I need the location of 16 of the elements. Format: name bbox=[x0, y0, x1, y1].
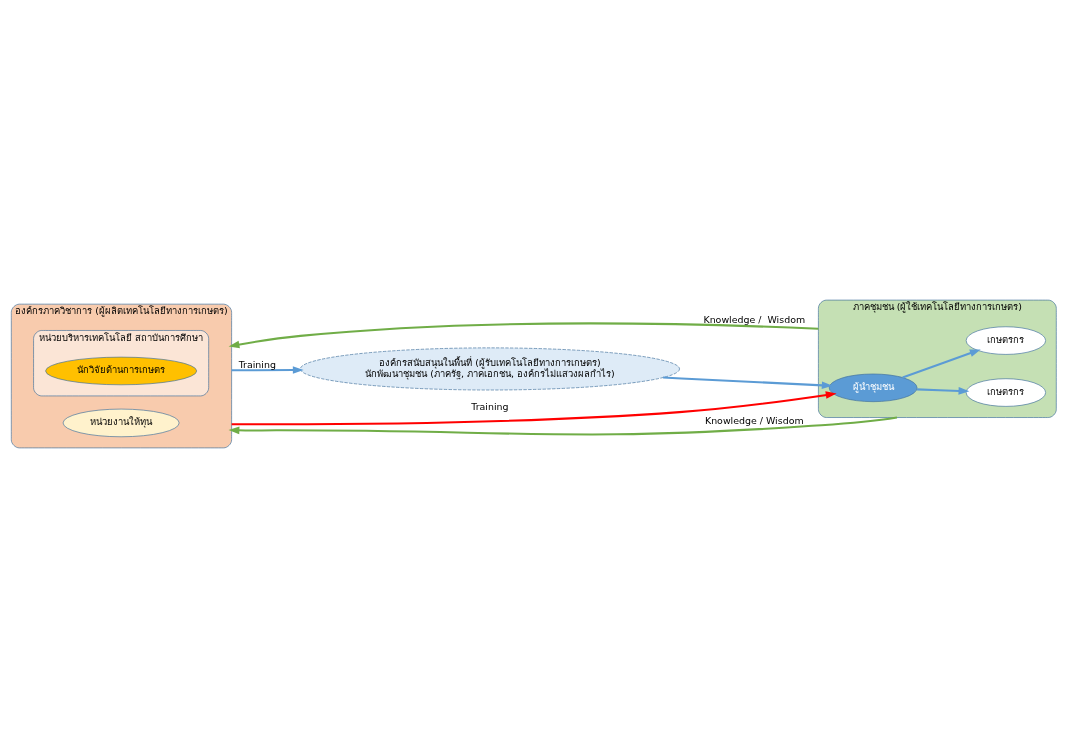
node-ellipse: นักวิจัยด้านการเกษตร bbox=[45, 356, 197, 385]
arrow bbox=[228, 416, 898, 435]
node-ellipse: หน่วยงานให้ทุน bbox=[62, 408, 180, 437]
edge-label: Training bbox=[471, 400, 509, 412]
edge-label: Knowledge / Wisdom bbox=[704, 414, 804, 426]
node-ellipse: เกษตรกร bbox=[965, 377, 1046, 407]
node-ellipse: องค์กรสนับสนุนในพื้นที่ (ผู้รับเทคโนโลยีทางการเกษตร) นักพัฒนาชุมชน (ภาครัฐ, ภาคเอกชน, องค์กรไม่แสวงผลกำไร) bbox=[299, 347, 680, 390]
arrow bbox=[231, 365, 304, 374]
arrow bbox=[228, 322, 819, 348]
edge-label: Knowledge / Wisdom bbox=[703, 313, 806, 325]
arrow bbox=[663, 375, 833, 389]
arrow bbox=[231, 390, 837, 425]
node-ellipse: ผู้นำชุมชน bbox=[828, 373, 918, 402]
edge-label: Training bbox=[238, 358, 276, 370]
arrow bbox=[916, 386, 970, 395]
arrow bbox=[902, 348, 981, 378]
